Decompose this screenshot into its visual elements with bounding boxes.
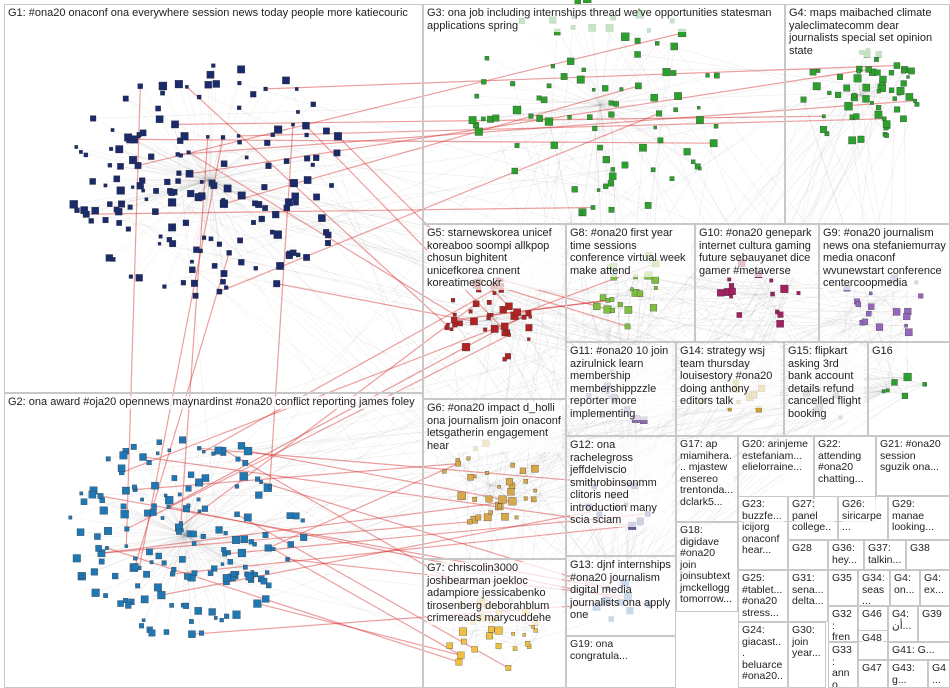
group-panel-g18: G18: digidave #ona20 join joinsubtext jm… bbox=[676, 522, 738, 612]
group-panel-g42: G4: on... bbox=[890, 570, 920, 606]
group-label-g37: G37: talkin... bbox=[868, 543, 902, 566]
group-label-g8: G8: #ona20 first year time sessions conf… bbox=[570, 227, 691, 277]
group-panel-g41: G41: G... bbox=[888, 642, 950, 660]
group-label-g20: G20: arinjeme estefaniam... elielorraine… bbox=[742, 439, 810, 474]
group-panel-g19: G19: ona congratula... bbox=[566, 636, 676, 688]
group-label-g2: G2: ona award #oja20 opennews maynardins… bbox=[8, 396, 419, 409]
group-panel-g5: G5: starnewskorea unicef koreaboo soompi… bbox=[423, 224, 566, 399]
group-label-g7: G7: chriscolin3000 joshbearman joekloc a… bbox=[427, 562, 562, 625]
group-label-g45: G4... bbox=[932, 663, 946, 686]
group-panel-g29: G29: manae looking... bbox=[888, 496, 950, 540]
group-panel-g9: G9: #ona20 journalism news ona stefaniem… bbox=[819, 224, 950, 342]
group-panel-g3: G3: ona job including internships thread… bbox=[423, 4, 785, 224]
group-label-g40: G4: ex... bbox=[924, 573, 946, 596]
group-label-g26: G26: siricarpe... bbox=[842, 499, 884, 534]
group-label-g46: G46 bbox=[862, 609, 884, 621]
group-panel-g32: G32: frenc... bbox=[828, 606, 858, 642]
group-panel-g34: G34: seas... bbox=[858, 570, 890, 606]
group-label-g30: G30: join year... bbox=[792, 625, 822, 660]
group-label-g34: G34: seas... bbox=[862, 573, 886, 606]
group-label-g36: G36: hey... bbox=[832, 543, 860, 566]
group-panel-g17: G17: ap miamihera... mjastew ensereo tre… bbox=[676, 436, 738, 522]
group-panel-g8: G8: #ona20 first year time sessions conf… bbox=[566, 224, 695, 342]
group-panel-g48: G48 bbox=[858, 630, 888, 660]
group-label-g18: G18: digidave #ona20 join joinsubtext jm… bbox=[680, 525, 734, 606]
group-label-g5: G5: starnewskorea unicef koreaboo soompi… bbox=[427, 227, 562, 290]
group-label-g6: G6: #ona20 impact d_holli ona journalism… bbox=[427, 402, 562, 452]
group-label-g12: G12: ona rachelegross jeffdelviscio smit… bbox=[570, 439, 672, 527]
group-label-g14: G14: strategy wsj team thursday louisest… bbox=[680, 345, 780, 408]
group-panel-g23: G23: buzzfe... icijorg onaconf hear... bbox=[738, 496, 788, 570]
group-panel-g15: G15: flipkart asking 3rd bank account de… bbox=[784, 342, 868, 436]
group-label-g23: G23: buzzfe... icijorg onaconf hear... bbox=[742, 499, 784, 557]
group-label-g47: G47 bbox=[862, 663, 884, 675]
group-label-g44: G4: أن... bbox=[892, 609, 914, 632]
group-panel-g40: G4: ex... bbox=[920, 570, 950, 606]
group-label-g32: G32: frenc... bbox=[832, 609, 854, 642]
group-label-g17: G17: ap miamihera... mjastew ensereo tre… bbox=[680, 439, 734, 508]
group-label-g19: G19: ona congratula... bbox=[570, 639, 672, 662]
group-panel-g2: G2: ona award #oja20 opennews maynardins… bbox=[4, 393, 423, 688]
group-panel-g16: G16 bbox=[868, 342, 950, 436]
group-label-g22: G22: attending #ona20 chatting... bbox=[818, 439, 872, 485]
group-panel-g43: G43: g... bbox=[888, 660, 928, 688]
group-label-g31: G31: sena... delta... bbox=[792, 573, 824, 608]
group-panel-g25: G25: #tablet... #ona20 stress... bbox=[738, 570, 788, 622]
group-label-g35: G35 bbox=[832, 573, 854, 585]
group-panel-g14: G14: strategy wsj team thursday louisest… bbox=[676, 342, 784, 436]
group-panel-g10: G10: #ona20 genepark internet cultura ga… bbox=[695, 224, 819, 342]
group-label-g27: G27: panel college... bbox=[792, 499, 834, 540]
group-label-g29: G29: manae looking... bbox=[892, 499, 946, 534]
group-panel-g27: G27: panel college... bbox=[788, 496, 838, 540]
group-panel-g33: G33: anno... bbox=[828, 642, 858, 688]
group-panel-g4: G4: maps maibached climate yaleclimateco… bbox=[785, 4, 950, 224]
group-panel-g47: G47 bbox=[858, 660, 888, 688]
group-panel-g38: G38 bbox=[906, 540, 950, 570]
group-panel-g1: G1: #ona20 onaconf ona everywhere sessio… bbox=[4, 4, 423, 393]
group-label-g21: G21: #ona20 session sguzik ona... bbox=[880, 439, 946, 474]
group-panel-g35: G35 bbox=[828, 570, 858, 606]
group-panel-g37: G37: talkin... bbox=[864, 540, 906, 570]
group-panel-g36: G36: hey... bbox=[828, 540, 864, 570]
group-panel-g12: G12: ona rachelegross jeffdelviscio smit… bbox=[566, 436, 676, 556]
group-label-g42: G4: on... bbox=[894, 573, 916, 596]
group-label-g3: G3: ona job including internships thread… bbox=[427, 7, 781, 32]
group-panel-g28: G28 bbox=[788, 540, 828, 570]
group-panel-g7: G7: chriscolin3000 joshbearman joekloc a… bbox=[423, 559, 566, 688]
group-label-g11: G11: #ona20 10 join azirulnick learn mem… bbox=[570, 345, 672, 420]
group-label-g10: G10: #ona20 genepark internet cultura ga… bbox=[699, 227, 815, 277]
group-label-g39: G39 bbox=[922, 609, 946, 621]
group-panel-g30: G30: join year... bbox=[788, 622, 826, 688]
group-label-g41: G41: G... bbox=[892, 645, 946, 657]
group-panel-g6: G6: #ona20 impact d_holli ona journalism… bbox=[423, 399, 566, 559]
group-label-g25: G25: #tablet... #ona20 stress... bbox=[742, 573, 784, 619]
group-label-g38: G38 bbox=[910, 543, 946, 555]
group-label-g28: G28 bbox=[792, 543, 824, 555]
group-panel-g39: G39 bbox=[918, 606, 950, 642]
group-label-g13: G13: djnf internships #ona20 journalism … bbox=[570, 559, 672, 622]
group-label-g15: G15: flipkart asking 3rd bank account de… bbox=[788, 345, 864, 420]
group-label-g48: G48 bbox=[862, 633, 884, 645]
group-label-g33: G33: anno... bbox=[832, 645, 854, 688]
group-label-g16: G16 bbox=[872, 345, 946, 358]
group-label-g24: G24: giacast... beluarce #ona20... bbox=[742, 625, 784, 688]
group-label-g43: G43: g... bbox=[892, 663, 924, 686]
group-panel-g31: G31: sena... delta... bbox=[788, 570, 828, 622]
group-label-g9: G9: #ona20 journalism news ona stefaniem… bbox=[823, 227, 946, 290]
group-panel-g11: G11: #ona20 10 join azirulnick learn mem… bbox=[566, 342, 676, 436]
group-panel-g21: G21: #ona20 session sguzik ona... bbox=[876, 436, 950, 496]
group-panel-g13: G13: djnf internships #ona20 journalism … bbox=[566, 556, 676, 636]
group-label-g4: G4: maps maibached climate yaleclimateco… bbox=[789, 7, 946, 57]
group-panel-g44: G4: أن... bbox=[888, 606, 918, 642]
node-g3 bbox=[583, 0, 591, 3]
group-panel-g24: G24: giacast... beluarce #ona20... bbox=[738, 622, 788, 688]
group-panel-g45: G4... bbox=[928, 660, 950, 688]
group-panel-g26: G26: siricarpe... bbox=[838, 496, 888, 540]
group-label-g1: G1: #ona20 onaconf ona everywhere sessio… bbox=[8, 7, 419, 20]
